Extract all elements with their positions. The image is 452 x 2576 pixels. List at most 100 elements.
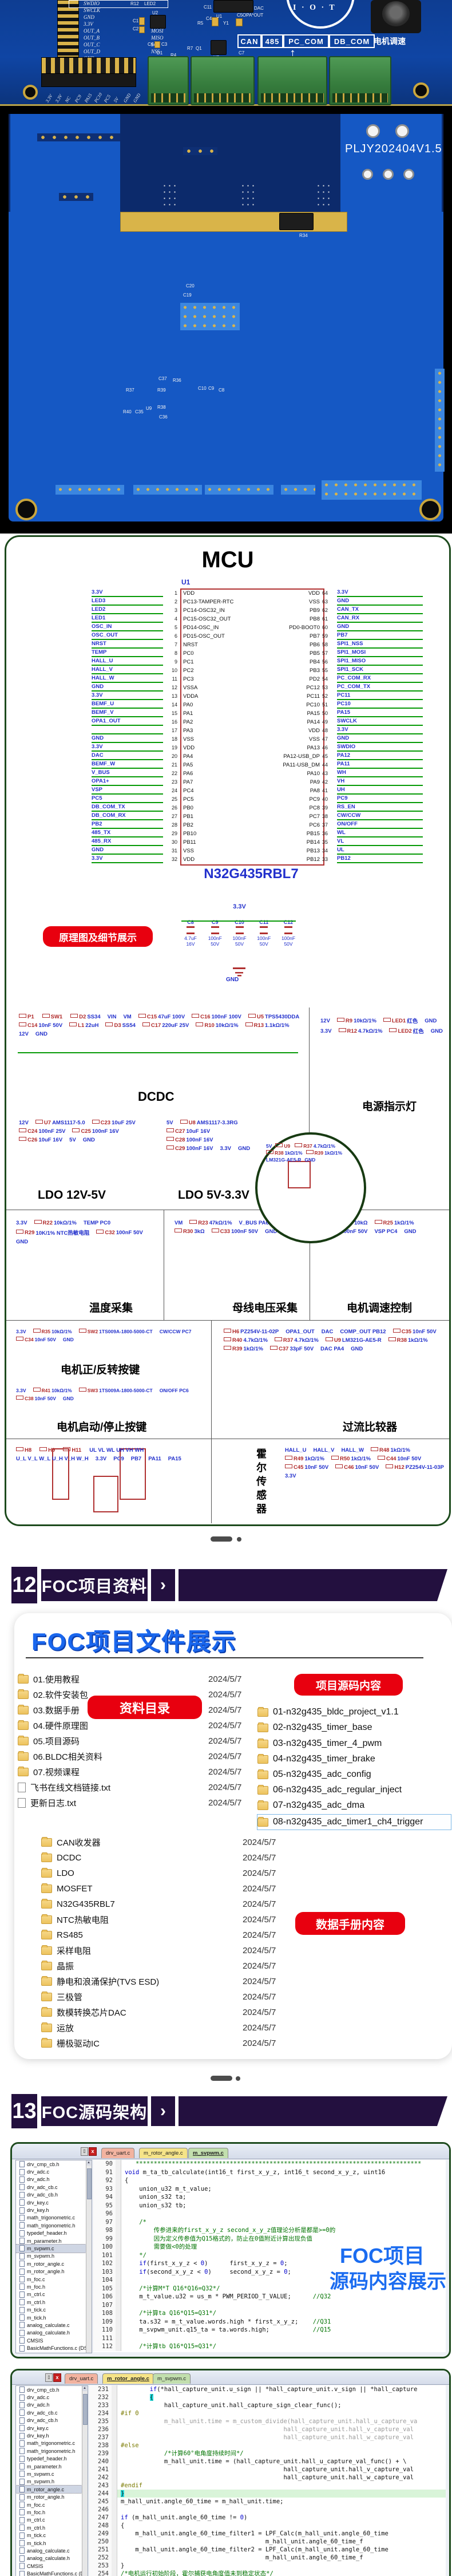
datasheet-folder-row[interactable]: 三极管 2024/5/7 — [41, 1990, 293, 2004]
file-row[interactable]: 02.软件安装包 2024/5/7 — [18, 1688, 258, 1701]
file-row[interactable]: 05.项目源码 2024/5/7 — [18, 1734, 258, 1748]
tree-file[interactable]: BasicMathFunctions.c (DSP) — [16, 2570, 88, 2576]
tree-file[interactable]: m_ctrl.c — [16, 2291, 92, 2298]
tree-file[interactable]: math_trigonometric.c — [16, 2440, 88, 2447]
datasheet-folder-row[interactable]: RS485 2024/5/7 — [41, 1928, 293, 1942]
tree-file[interactable]: CMSIS — [16, 2337, 92, 2344]
tree-file[interactable]: drv_adc.c — [16, 2393, 88, 2401]
tree-file[interactable]: analog_calculate.c — [16, 2547, 88, 2554]
pin-icon[interactable]: ▯ — [45, 2373, 53, 2382]
tree-file[interactable]: drv_key.h — [16, 2206, 92, 2214]
source-folder-row[interactable]: 07-n32g435_adc_dma — [257, 1798, 451, 1813]
tree-file[interactable]: m_ctrl.h — [16, 2524, 88, 2531]
tree-file[interactable]: drv_cmp_cb.h — [16, 2386, 88, 2393]
tree-file[interactable]: drv_adc_cb.h — [16, 2191, 92, 2199]
close-icon[interactable]: x — [89, 2147, 97, 2156]
editor1-code[interactable]: 90 *************************************… — [93, 2160, 446, 2352]
tree-file[interactable]: m_tick.h — [16, 2539, 88, 2547]
datasheet-folder-row[interactable]: 栅极驱动IC 2024/5/7 — [41, 2036, 293, 2050]
file-row[interactable]: 飞书在线文档链接.txt 2024/5/7 — [18, 1780, 258, 1794]
tree-file[interactable]: m_parameter.h — [16, 2463, 88, 2470]
tree-file[interactable]: typedef_header.h — [16, 2230, 92, 2237]
tree-file[interactable]: drv_adc.c — [16, 2168, 92, 2175]
datasheet-folder-row[interactable]: DCDC 2024/5/7 — [41, 1851, 293, 1864]
tree-file[interactable]: drv_adc.h — [16, 2176, 92, 2183]
tree-file[interactable]: math_trigonometric.h — [16, 2222, 92, 2229]
tree-file[interactable]: m_foc.h — [16, 2508, 88, 2516]
tree-file[interactable]: analog_calculate.h — [16, 2555, 88, 2562]
tree-file[interactable]: math_trigonometric.h — [16, 2447, 88, 2455]
source-folder-row[interactable]: 04-n32g435_timer_brake — [257, 1752, 451, 1767]
close-icon[interactable]: x — [53, 2373, 61, 2382]
tree-file[interactable]: drv_key.c — [16, 2199, 92, 2206]
datasheet-folder-row[interactable]: N32G435RBL7 2024/5/7 — [41, 1897, 293, 1911]
tree-scrollbar[interactable] — [82, 2386, 88, 2576]
file-row[interactable]: 06.BLDC相关资料 2024/5/7 — [18, 1749, 258, 1763]
tree-file[interactable]: drv_adc.h — [16, 2401, 88, 2409]
datasheet-folder-row[interactable]: 数模转换芯片DAC 2024/5/7 — [41, 2005, 293, 2019]
carousel-indicator[interactable] — [236, 2076, 240, 2081]
tree-file[interactable]: m_foc.h — [16, 2283, 92, 2290]
tree-file[interactable]: analog_calculate.c — [16, 2321, 92, 2329]
file-row[interactable]: 04.硬件原理图 2024/5/7 — [18, 1718, 258, 1732]
editor-tab[interactable]: drv_uart.c — [65, 2373, 98, 2384]
tree-file[interactable]: drv_key.h — [16, 2432, 88, 2439]
file-row[interactable]: 01.使用教程 2024/5/7 — [18, 1672, 258, 1686]
tree-file[interactable]: BasicMathFunctions.c (DSP) — [16, 2344, 92, 2352]
editor-tab[interactable]: m_rotor_angle.c — [139, 2148, 188, 2158]
carousel-indicator-active[interactable] — [211, 2076, 232, 2081]
tree-scrollbar[interactable] — [86, 2160, 92, 2353]
tree-file[interactable]: m_foc.c — [16, 2275, 92, 2283]
datasheet-folder-row[interactable]: CAN收发器 2024/5/7 — [41, 1835, 293, 1849]
editor2-code[interactable]: 231 if(*hall_capture_unit.u_sign || *hal… — [89, 2385, 446, 2576]
editor-tab[interactable]: m_svpwm.c — [188, 2148, 228, 2158]
file-row[interactable]: 03.数据手册 2024/5/7 — [18, 1703, 258, 1717]
tree-file[interactable]: drv_adc_cb.c — [16, 2409, 88, 2416]
source-folder-row[interactable]: 03-n32g435_timer_4_pwm — [257, 1736, 451, 1751]
datasheet-folder-row[interactable]: 采样电阻 2024/5/7 — [41, 1943, 293, 1957]
tree-file[interactable]: CMSIS — [16, 2562, 88, 2570]
tree-file[interactable]: drv_adc_cb.h — [16, 2417, 88, 2424]
tree-file[interactable]: m_svpwm.c — [16, 2244, 92, 2253]
source-folder-row[interactable]: 05-n32g435_adc_config — [257, 1767, 451, 1782]
tree-file[interactable]: m_tick.h — [16, 2314, 92, 2321]
tree-file[interactable]: m_foc.c — [16, 2501, 88, 2508]
tree-file[interactable]: m_ctrl.c — [16, 2516, 88, 2524]
source-folder-row[interactable]: 02-n32g435_timer_base — [257, 1720, 451, 1735]
file-row[interactable]: 07.视频课程 2024/5/7 — [18, 1765, 258, 1779]
source-folder-row[interactable]: 01-n32g435_bldc_project_v1.1 — [257, 1705, 451, 1720]
tree-file[interactable]: m_rotor_angle.c — [16, 2260, 92, 2267]
tree-file[interactable]: math_trigonometric.c — [16, 2214, 92, 2222]
datasheet-folder-row[interactable]: 运放 2024/5/7 — [41, 2021, 293, 2034]
tree-file[interactable]: drv_cmp_cb.h — [16, 2160, 92, 2168]
net-label: PC9 — [337, 795, 423, 803]
editor-tab[interactable]: m_rotor_angle.c — [102, 2373, 154, 2384]
datasheet-folder-row[interactable]: 晶振 2024/5/7 — [41, 1959, 293, 1973]
tree-file[interactable]: m_parameter.h — [16, 2237, 92, 2245]
tree-file[interactable]: m_rotor_angle.h — [16, 2493, 88, 2500]
tree-file[interactable]: typedef_header.h — [16, 2455, 88, 2463]
file-row[interactable]: 更新日志.txt 2024/5/7 — [18, 1796, 258, 1809]
tree-file[interactable]: m_svpwm.c — [16, 2470, 88, 2478]
datasheet-folder-row[interactable]: LDO 2024/5/7 — [41, 1866, 293, 1880]
tree-file[interactable]: drv_adc_cb.c — [16, 2183, 92, 2191]
source-folder-row[interactable]: 06-n32g435_adc_regular_inject — [257, 1783, 451, 1797]
tree-file[interactable]: m_rotor_angle.c — [16, 2485, 88, 2494]
editor-tab[interactable]: drv_uart.c — [101, 2148, 135, 2158]
tree-file[interactable]: m_ctrl.h — [16, 2298, 92, 2306]
datasheet-folder-row[interactable]: 静电和浪涌保护(TVS ESD) 2024/5/7 — [41, 1974, 293, 1988]
datasheet-folder-row[interactable]: NTC热敏电阻 2024/5/7 — [41, 1913, 293, 1926]
tree-file[interactable]: m_svpwm.h — [16, 2253, 92, 2260]
tree-file[interactable]: drv_key.c — [16, 2424, 88, 2432]
tree-file[interactable]: m_svpwm.h — [16, 2478, 88, 2486]
tree-file[interactable]: m_tick.c — [16, 2306, 92, 2313]
tree-file[interactable]: m_tick.c — [16, 2531, 88, 2539]
tree-file[interactable]: m_rotor_angle.h — [16, 2267, 92, 2275]
datasheet-folder-row[interactable]: MOSFET 2024/5/7 — [41, 1882, 293, 1895]
carousel-indicator-active[interactable] — [211, 1536, 232, 1542]
tree-file[interactable]: analog_calculate.h — [16, 2329, 92, 2337]
carousel-indicator[interactable] — [237, 1537, 241, 1542]
pin-icon[interactable]: ▯ — [81, 2147, 88, 2156]
source-folder-row[interactable]: 08-n32g435_adc_timer1_ch4_trigger — [257, 1814, 451, 1830]
editor-tab[interactable]: m_svpwm.c — [153, 2373, 191, 2384]
